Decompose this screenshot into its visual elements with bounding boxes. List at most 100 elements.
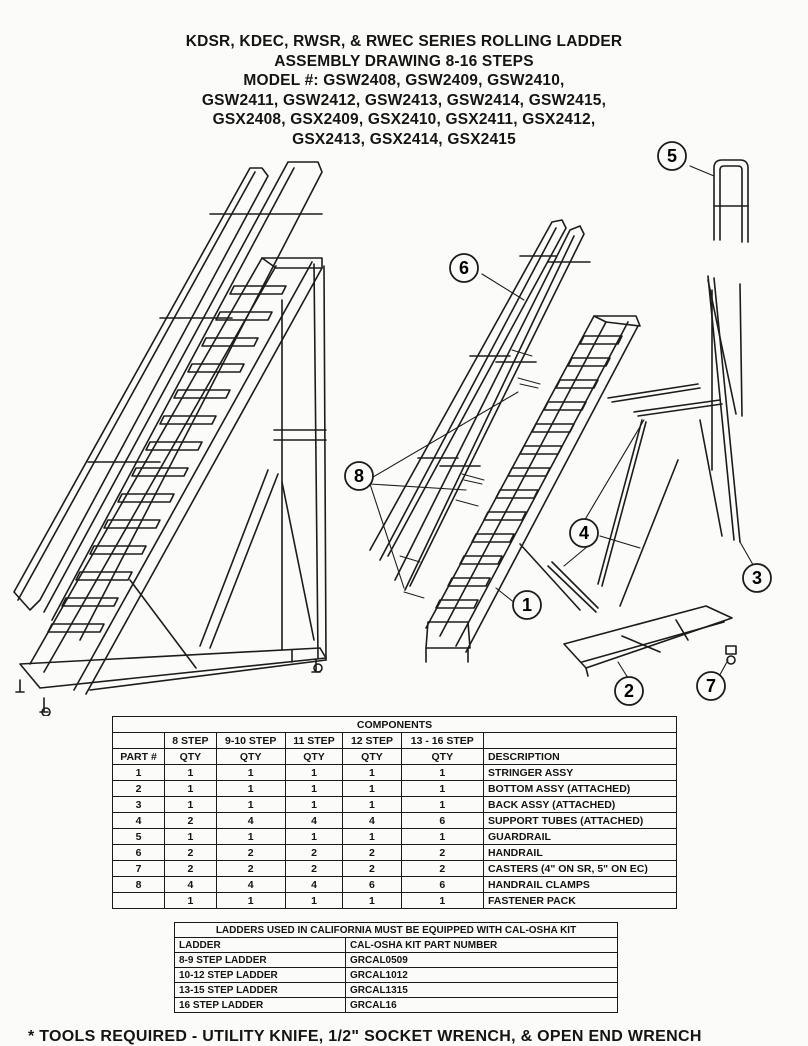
callout-4: 4 [569,518,599,548]
part-header: PART # [111,748,166,765]
qty-cell: 1 [215,764,286,781]
qty-cell: 2 [400,860,484,877]
qty-cell: 1 [284,796,344,813]
svg-text:7: 7 [706,676,716,696]
qty-cell: 4 [164,876,217,893]
qty-cell: 6 [342,876,402,893]
qty-cell: 2 [284,844,344,861]
qty-header: QTY [342,748,402,765]
title-line-2: ASSEMBLY DRAWING 8-16 STEPS [274,52,534,70]
qty-cell: 1 [400,764,484,781]
document-title: KDSR, KDEC, RWSR, & RWEC SERIES ROLLING … [0,32,808,149]
qty-cell: 2 [164,844,217,861]
description-cell: STRINGER ASSY [482,764,678,781]
qty-cell: 6 [400,812,484,829]
qty-header: QTY [400,748,484,765]
description-cell: BOTTOM ASSY (ATTACHED) [482,780,678,797]
title-line-5: GSX2408, GSX2409, GSX2410, GSX2411, GSX2… [212,111,596,128]
qty-cell: 2 [400,844,484,861]
qty-cell: 1 [215,828,286,845]
step-header-13-16: 13 - 16 STEP [400,732,484,749]
qty-cell: 1 [342,828,402,845]
qty-cell: 1 [215,780,286,797]
qty-cell: 1 [164,796,217,813]
qty-cell: 4 [284,812,344,829]
bottom-assembly [563,605,733,677]
description-cell: BACK ASSY (ATTACHED) [482,796,678,813]
qty-header: QTY [284,748,344,765]
qty-cell: 4 [215,876,286,893]
kit-number-cell: GRCAL1012 [345,967,618,983]
tools-required-note: * TOOLS REQUIRED - UTILITY KNIFE, 1/2" S… [28,1028,702,1045]
description-cell: CASTERS (4" ON SR, 5" ON EC) [482,860,678,877]
leader-lines [367,165,757,683]
step-header-12: 12 STEP [342,732,402,749]
qty-header: QTY [215,748,286,765]
qty-cell: 1 [342,796,402,813]
title-line-4: GSW2411, GSW2412, GSW2413, GSW2414, GSW2… [201,91,607,109]
callouts: 5 6 8 4 1 3 2 7 [344,141,772,706]
qty-cell: 1 [342,764,402,781]
title-line-3: MODEL #: GSW2408, GSW2409, GSW2410, [243,72,565,89]
ladder-header: LADDER [174,937,346,953]
svg-text:2: 2 [624,681,634,701]
svg-text:3: 3 [752,568,762,588]
ladder-cell: 16 STEP LADDER [174,997,346,1013]
qty-cell: 6 [400,876,484,893]
qty-cell: 1 [164,780,217,797]
qty-cell: 4 [215,812,286,829]
qty-cell: 1 [342,892,402,909]
description-cell: HANDRAIL [482,844,678,861]
part-number-cell: 2 [111,780,166,797]
components-table: COMPONENTS 8 STEP 9-10 STEP 11 STEP 12 S… [111,716,678,909]
qty-cell: 1 [164,892,217,909]
cal-osha-table: LADDERS USED IN CALIFORNIA MUST BE EQUIP… [174,922,618,1013]
part-number-cell: 8 [111,876,166,893]
qty-cell: 1 [164,828,217,845]
svg-text:6: 6 [459,258,469,278]
qty-cell: 4 [284,876,344,893]
components-title: COMPONENTS [112,716,677,733]
qty-cell: 2 [342,860,402,877]
callout-2: 2 [614,676,644,706]
qty-cell: 2 [164,860,217,877]
description-cell: SUPPORT TUBES (ATTACHED) [482,812,678,829]
qty-cell: 1 [342,780,402,797]
guardrail-part [713,159,749,243]
part-number-cell: 3 [111,796,166,813]
qty-cell: 2 [284,860,344,877]
assembled-ladder [13,161,327,716]
description-cell: FASTENER PACK [482,892,678,909]
qty-cell: 1 [215,796,286,813]
part-number-cell: 1 [111,764,166,781]
description-header: DESCRIPTION [482,748,678,765]
part-number-cell: 4 [111,812,166,829]
stringer-assembly [425,315,641,663]
handrail-clamps [399,349,541,599]
description-cell: GUARDRAIL [482,828,678,845]
step-header-11: 11 STEP [284,732,344,749]
callout-7: 7 [696,671,726,701]
description-cell: HANDRAIL CLAMPS [482,876,678,893]
qty-header: QTY [164,748,217,765]
callout-6: 6 [449,253,479,283]
kit-number-cell: GRCAL0509 [345,952,618,968]
qty-cell: 1 [400,892,484,909]
blank-header-cell [482,732,678,749]
kit-number-cell: GRCAL16 [345,997,618,1013]
title-line-1: KDSR, KDEC, RWSR, & RWEC SERIES ROLLING … [185,33,623,50]
